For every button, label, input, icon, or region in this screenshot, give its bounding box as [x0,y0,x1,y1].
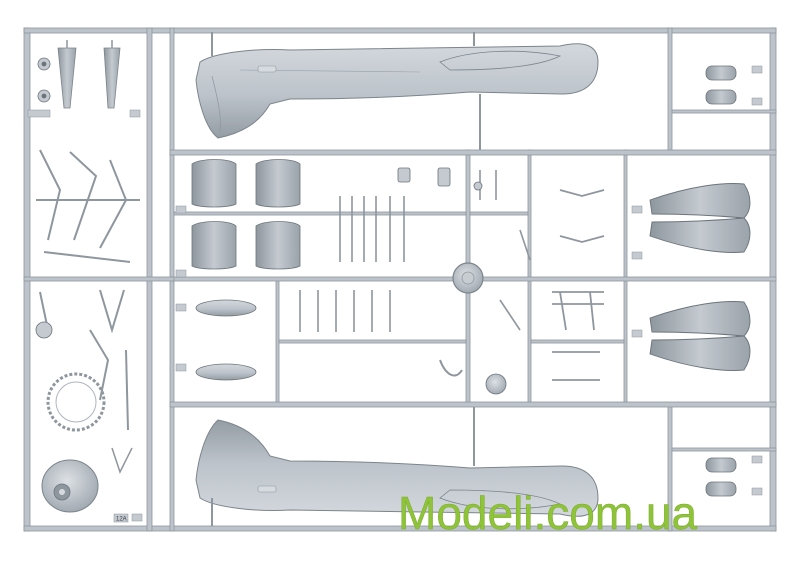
engine-cowl-front [41,459,99,513]
wheel-tyre-small [35,321,53,339]
watermark-text: Modeli.com.ua [398,487,698,539]
part-number-tags [27,65,763,523]
small-wheels [37,57,51,103]
small-fittings [397,167,507,395]
frame-label: 12A [116,517,127,523]
exhaust-cones [57,40,121,109]
rod-parts [299,170,531,332]
main-wheels [705,65,737,497]
fuselage-half-upper [195,32,599,150]
small-bracket [111,447,133,474]
sprue-gate [452,262,484,294]
nacelle-halves [649,183,751,371]
sprue-frame [23,27,777,532]
landing-gear-legs [39,289,129,431]
radial-engine [46,372,106,432]
bombs [195,299,257,381]
cowl-panels [191,159,301,270]
fuselage-half-lower [195,407,599,526]
struts-left [36,149,140,263]
gear-struts-center [552,189,605,381]
